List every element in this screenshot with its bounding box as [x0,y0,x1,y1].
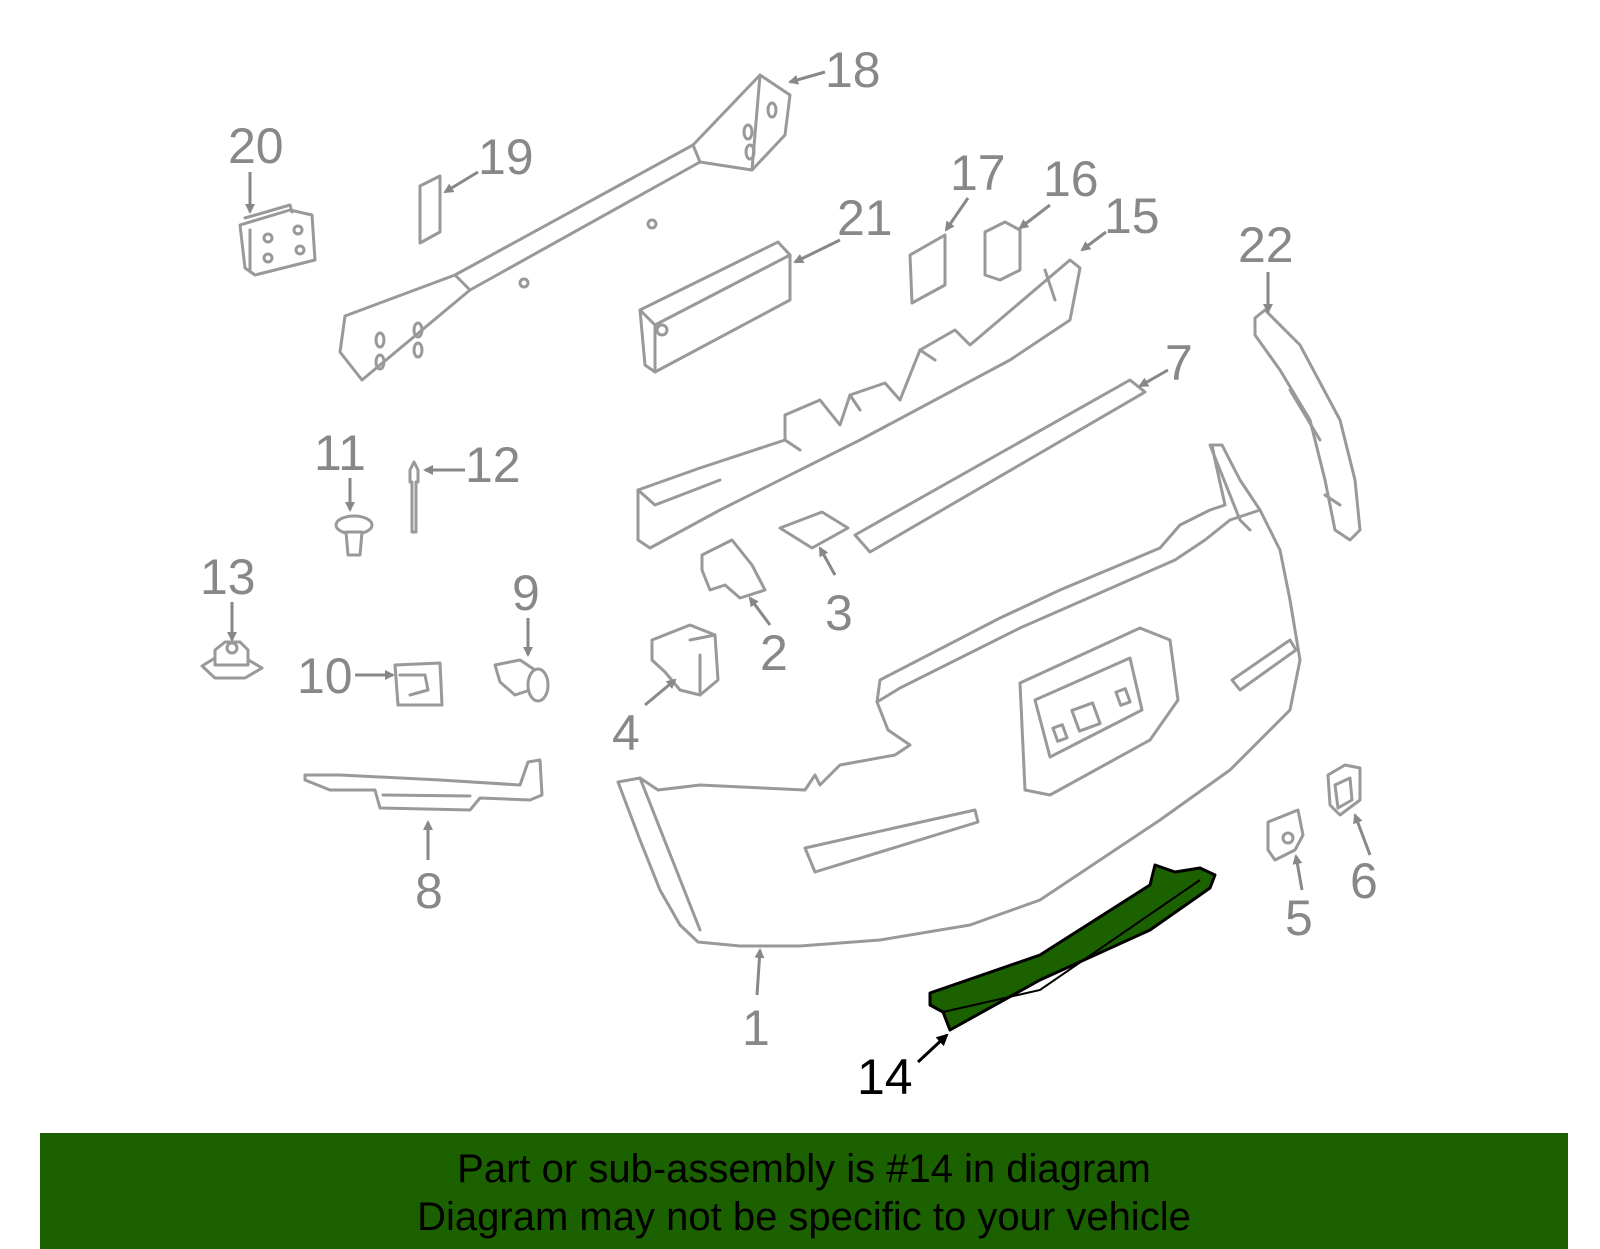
callout-11: 11 [314,425,366,481]
part-8-bracket [303,758,544,812]
part-14-highlighted-molding [928,863,1217,1032]
callout-17: 17 [950,145,1006,201]
part-16-pad [983,220,1022,282]
part-10-retainer [393,661,444,707]
part-22-side-bracket [1253,308,1362,542]
callout-labels: 18 20 19 21 17 16 15 22 7 11 12 13 9 10 … [200,42,1378,1105]
banner-line-1: Part or sub-assembly is #14 in diagram [457,1147,1151,1191]
part-6-cap [1326,763,1362,817]
part-5-bracket [1266,808,1305,862]
callout-arrows [227,70,1372,1064]
part-7-strip [853,378,1147,554]
callout-16: 16 [1043,151,1099,207]
callout-5: 5 [1285,890,1313,946]
callout-22: 22 [1238,217,1294,273]
callout-9: 9 [512,565,540,621]
part-20-bracket [238,203,317,277]
callout-12: 12 [465,437,521,493]
part-17-label [908,233,947,305]
callout-3: 3 [825,585,853,641]
callout-1: 1 [742,1000,770,1056]
info-banner: Part or sub-assembly is #14 in diagram D… [40,1133,1568,1249]
callout-2: 2 [760,625,788,681]
part-19-label [418,174,442,245]
callout-10: 10 [297,648,353,704]
part-18-reinforcement-beam [338,73,792,382]
part-9-grommet [493,658,550,703]
part-21-absorber [638,240,792,374]
callout-15: 15 [1104,188,1160,244]
callout-19: 19 [478,129,534,185]
part-1-bumper-cover [616,443,1302,948]
callout-21: 21 [837,190,893,246]
part-13-nut [200,640,264,680]
part-3-bracket [778,510,850,550]
part-11-clip [334,514,374,557]
banner-line-2: Diagram may not be specific to your vehi… [417,1195,1191,1239]
callout-14: 14 [857,1049,913,1105]
part-2-bracket [700,538,767,600]
callout-6: 6 [1350,853,1378,909]
callout-13: 13 [200,549,256,605]
callout-18: 18 [825,42,881,98]
callout-4: 4 [612,705,640,761]
part-12-pin [408,460,420,534]
callout-8: 8 [415,863,443,919]
callout-20: 20 [228,118,284,174]
part-15-energy-absorber [636,258,1082,550]
part-4-bracket [650,623,720,697]
callout-7: 7 [1165,335,1193,391]
